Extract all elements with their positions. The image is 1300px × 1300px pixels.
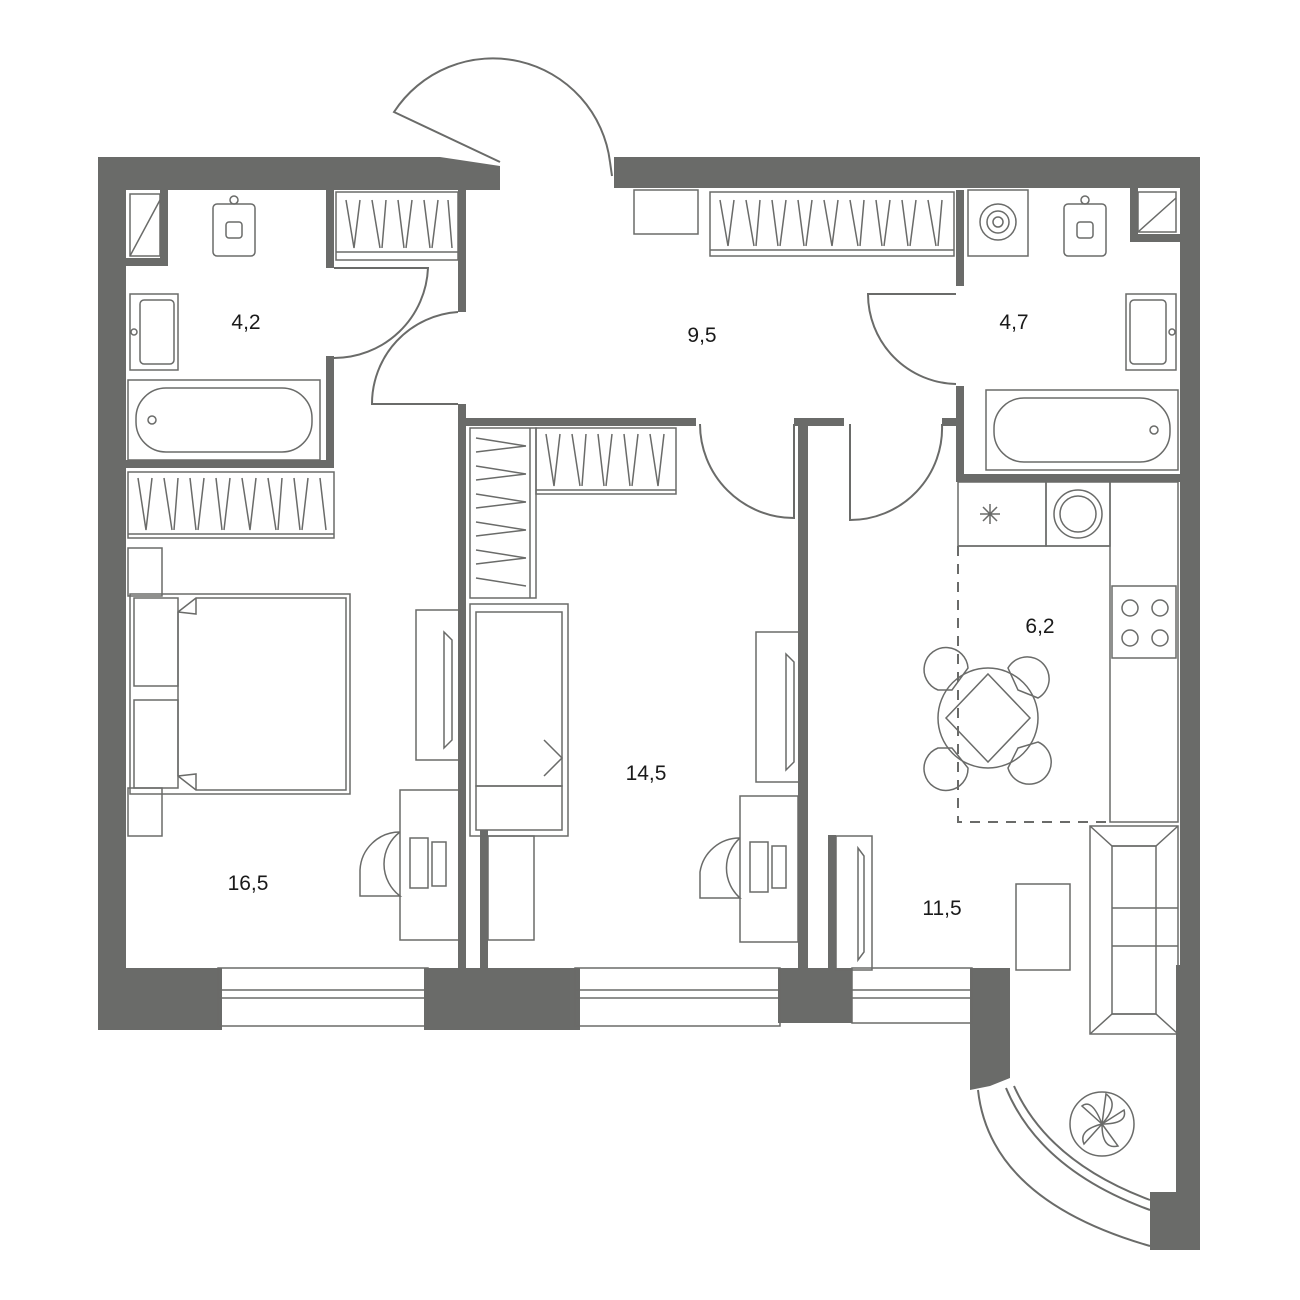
desk-icon: [359, 789, 461, 941]
asterisk-icon: [980, 504, 1000, 524]
tv-icon: [755, 631, 801, 783]
bedroom-furniture: [127, 547, 461, 941]
interior-doors: [333, 267, 957, 522]
sink-icon: [129, 293, 179, 371]
plant-icon: [1069, 1091, 1135, 1157]
room-2-furniture: [469, 603, 801, 943]
area-label-kitchen: 6,2: [1025, 615, 1054, 638]
tv-icon: [835, 835, 873, 971]
area-labels: 4,2 9,5 4,7 6,2 16,5 14,5 11,5: [228, 311, 1055, 920]
outer-walls: [98, 157, 1200, 1250]
area-label-bathroom-2: 4,7: [999, 311, 1028, 334]
bed-icon: [469, 603, 569, 837]
washer-icon: [1045, 481, 1111, 547]
area-label-room-2: 14,5: [626, 762, 667, 785]
area-label-hall: 9,5: [687, 324, 716, 347]
balcony: [977, 1085, 1151, 1247]
wardrobes: [127, 189, 955, 599]
tv-icon: [415, 609, 461, 761]
entrance-door: [392, 57, 613, 177]
desk-icon: [699, 795, 799, 943]
bathroom-1-fixtures: [127, 193, 321, 461]
area-label-bathroom-1: 4,2: [231, 311, 260, 334]
sink-icon: [1125, 293, 1177, 371]
windows: [217, 967, 973, 1027]
washing-machine-icon: [967, 189, 1029, 257]
toilet-icon: [1063, 195, 1107, 257]
area-label-bedroom: 16,5: [228, 872, 269, 895]
bed-icon: [129, 593, 351, 795]
bathtub-icon: [127, 379, 321, 461]
inner-walls: [126, 188, 1180, 970]
bathtub-icon: [985, 389, 1179, 471]
cooktop-icon: [1111, 585, 1177, 659]
dining-table-icon: [923, 646, 1052, 792]
sofa-icon: [1089, 825, 1179, 1035]
kitchen-living-furniture: [835, 481, 1179, 1035]
area-label-living: 11,5: [922, 897, 961, 920]
toilet-icon: [212, 195, 256, 257]
bathroom-2-fixtures: [967, 189, 1179, 471]
